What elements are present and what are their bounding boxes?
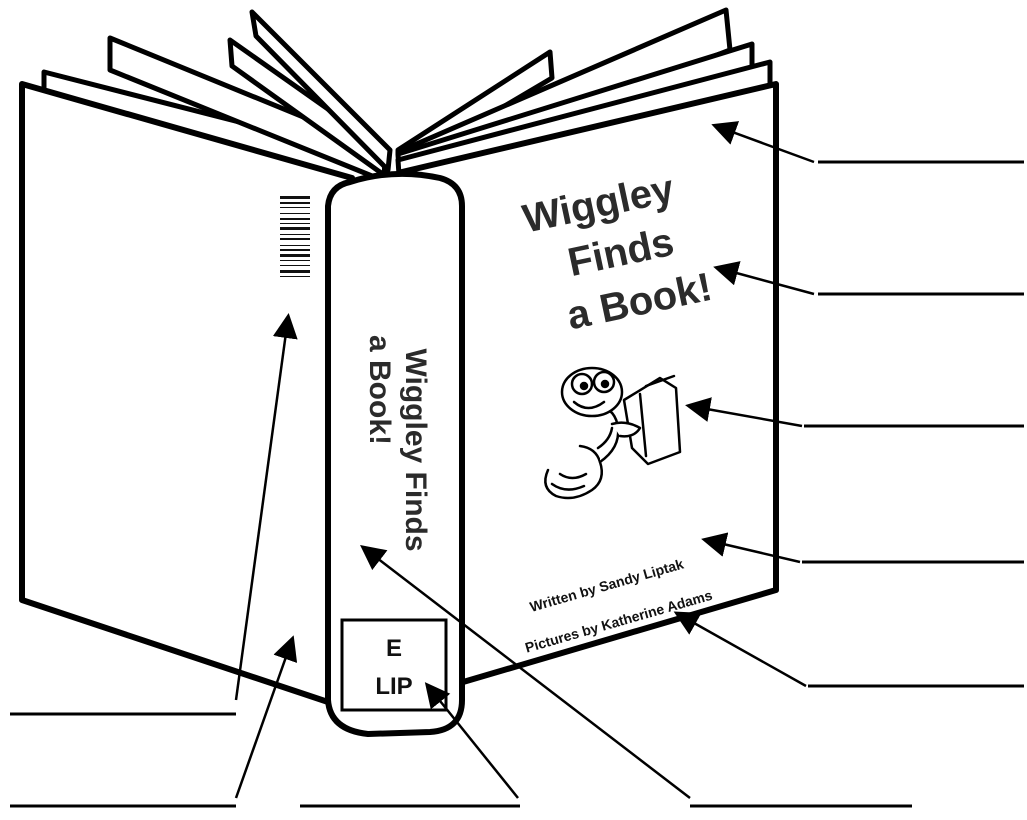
spine-title-line-1: Wiggley Finds <box>399 348 432 551</box>
barcode-bar <box>280 213 310 214</box>
barcode-bar <box>280 270 310 273</box>
arrow-call-number <box>428 686 518 798</box>
barcode-bar <box>280 202 310 204</box>
arrow-illustrator <box>678 614 806 686</box>
barcode-bar <box>280 223 310 224</box>
back-cover <box>22 84 352 710</box>
call-number-line-1: E <box>386 635 402 662</box>
barcode-bar <box>280 218 310 220</box>
barcode-bar <box>280 227 310 230</box>
barcode-bar <box>280 207 310 208</box>
call-number-line-2: LIP <box>375 673 412 700</box>
barcode-bar <box>280 249 310 251</box>
barcode-bar <box>280 254 310 257</box>
barcode-bar <box>280 260 310 261</box>
spine-title-line-2: a Book! <box>363 335 396 445</box>
barcode-bar <box>280 245 310 246</box>
barcode-bar <box>280 265 310 266</box>
barcode-bar <box>280 238 310 240</box>
barcode-bar <box>280 234 310 235</box>
barcode-bar <box>280 196 310 199</box>
barcode-bar <box>280 276 310 277</box>
